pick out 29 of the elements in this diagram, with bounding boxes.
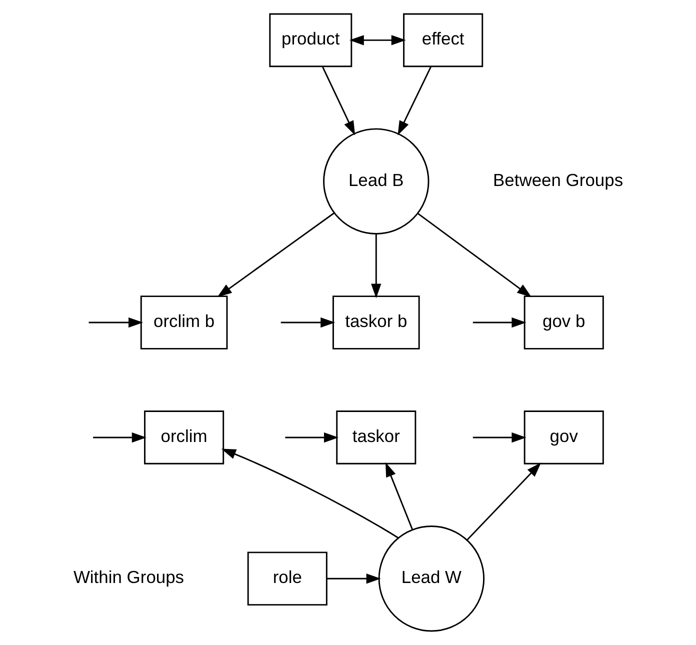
arrow [216, 212, 334, 298]
node-box: role [246, 552, 327, 606]
arrow [370, 234, 381, 298]
arrow [472, 317, 526, 328]
label: Between Groups [492, 170, 623, 190]
arrow [92, 432, 146, 443]
node-circle: Lead B [322, 128, 429, 234]
node-circle: Lead W [378, 526, 484, 632]
arrow [322, 66, 355, 136]
node-box: effect [402, 13, 483, 68]
arrow [88, 317, 143, 328]
arrow [348, 35, 406, 46]
label: Within Groups [72, 567, 184, 588]
arrow [466, 462, 541, 540]
arrow [220, 448, 398, 538]
node-box: taskor [336, 410, 416, 464]
node-box: product [268, 13, 352, 68]
node-box: taskor b [332, 296, 420, 350]
arrow [280, 317, 335, 328]
node-box: orclim b [140, 296, 228, 350]
arrow [326, 574, 380, 584]
arrow [397, 66, 431, 136]
arrow [416, 212, 532, 298]
arrow [384, 462, 413, 530]
node-box: orclim [144, 410, 224, 464]
arrow [284, 432, 338, 443]
node-box: gov b [523, 296, 604, 350]
arrow [472, 432, 526, 443]
node-box: gov [523, 410, 604, 464]
